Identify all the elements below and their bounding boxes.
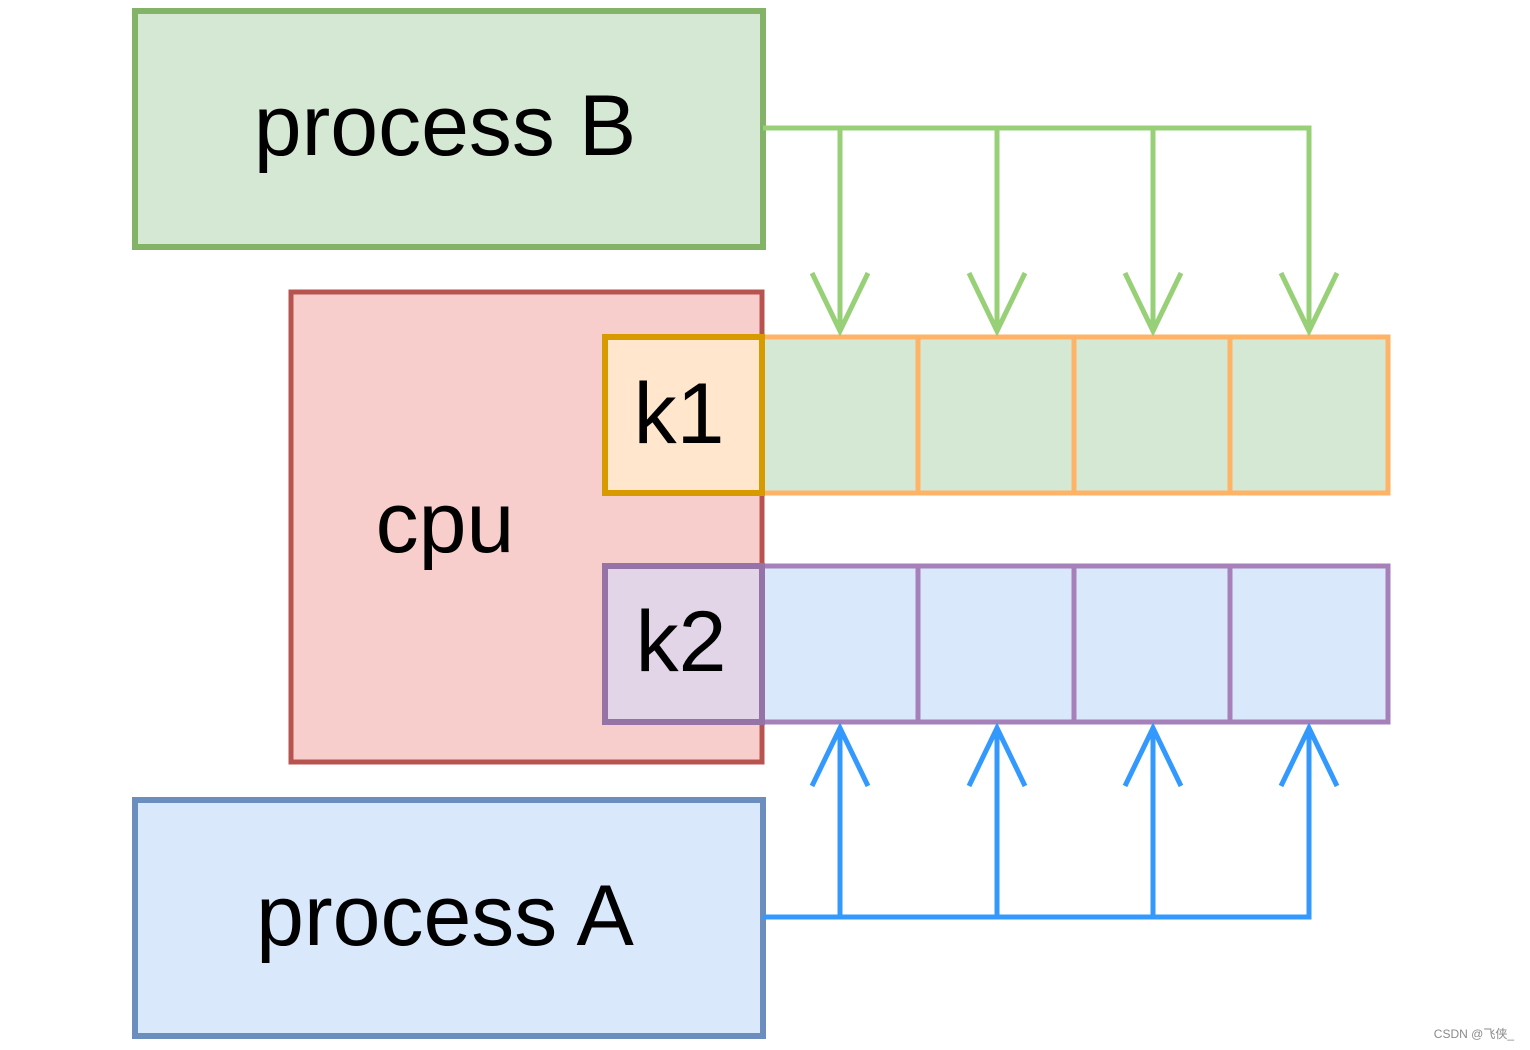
connector-trunk — [763, 125, 1312, 330]
process-b-node: process B — [132, 8, 766, 250]
k1-buffer-cell — [915, 334, 1077, 496]
k2-node: k2 — [602, 563, 765, 725]
k2-buffer-cell — [1227, 563, 1391, 725]
arrowhead-up-icon — [1278, 722, 1340, 788]
arrowhead-up-icon — [1122, 722, 1184, 788]
arrowhead-down-icon — [1278, 271, 1340, 337]
k1-node: k1 — [602, 334, 765, 496]
arrowhead-up-icon — [809, 722, 871, 788]
arrowhead-up-icon — [966, 722, 1028, 788]
process-b-label: process B — [254, 78, 636, 174]
k2-buffer — [759, 563, 1391, 725]
process-a-to-k2-connectors — [763, 722, 1340, 920]
k2-buffer-cell — [759, 563, 921, 725]
process-a-box — [132, 797, 766, 1039]
k1-buffer-cell — [1071, 334, 1233, 496]
cpu-label: cpu — [376, 475, 515, 571]
k2-buffer-cell — [915, 563, 1077, 725]
process-b-to-k1-connectors — [763, 125, 1340, 337]
process-a-node: process A — [132, 797, 766, 1039]
k1-box — [602, 334, 765, 496]
k2-label: k2 — [636, 594, 727, 690]
watermark: CSDN @飞侠_ — [1433, 1027, 1514, 1041]
k1-buffer-cell — [759, 334, 921, 496]
arrowhead-down-icon — [809, 271, 871, 337]
k1-label: k1 — [634, 366, 725, 462]
process-a-label: process A — [256, 868, 634, 964]
k2-buffer-cell — [1071, 563, 1233, 725]
connector-trunk — [763, 729, 1312, 920]
arrowhead-down-icon — [1122, 271, 1184, 337]
k2-box — [602, 563, 765, 725]
k1-buffer-cell — [1227, 334, 1391, 496]
arrowhead-down-icon — [966, 271, 1028, 337]
process-b-box — [132, 8, 766, 250]
k1-buffer — [759, 334, 1391, 496]
